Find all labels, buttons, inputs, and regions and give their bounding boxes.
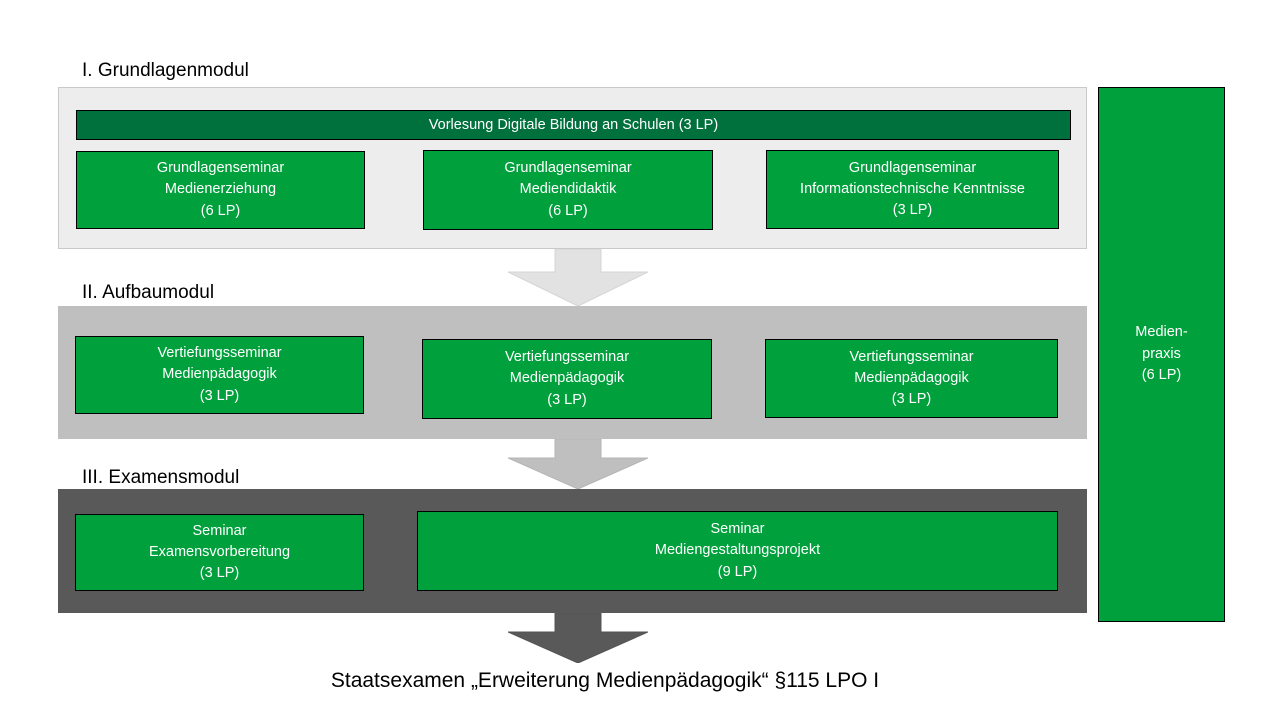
module-3-heading: III. Examensmodul [82,467,240,488]
module-2-course-box-2: Vertiefungsseminar Medienpädagogik (3 LP… [422,339,712,419]
course-title-line-1: Grundlagenseminar [848,159,977,176]
module-2-container: Vertiefungsseminar Medienpädagogik (3 LP… [58,306,1087,439]
course-credits: (3 LP) [547,391,587,408]
course-title-line-2: Mediengestaltungsprojekt [654,542,821,559]
arrow-module3-to-exam [508,613,648,663]
arrow-module1-to-module2 [508,249,648,306]
arrow-module2-to-module3 [508,439,648,489]
course-credits: (3 LP) [892,202,933,218]
module-3-course-box-1: Seminar Examensvorbereitung (3 LP) [75,514,364,591]
module-1-lecture-banner-label: Vorlesung Digitale Bildung an Schulen (3… [428,117,719,133]
course-title-line-1: Vertiefungsseminar [157,345,282,362]
module-1-heading: I. Grundlagenmodul [82,60,249,81]
medienpraxis-credits: (6 LP) [1141,367,1182,384]
course-title-line-2: Informationstechnische Kenntnisse [800,180,1025,197]
module-1-course-box-1: Grundlagenseminar Medienerziehung (6 LP) [76,151,365,229]
course-title-line-2: Medienpädagogik [854,369,969,386]
course-credits: (3 LP) [891,391,932,407]
module-3-container: Seminar Examensvorbereitung (3 LP) Semin… [58,489,1087,613]
course-title-line-1: Grundlagenseminar [504,160,632,177]
module-1-course-box-3: Grundlagenseminar Informationstechnische… [766,150,1059,229]
module-2-course-box-3: Vertiefungsseminar Medienpädagogik (3 LP… [765,339,1058,418]
module-1-course-box-2: Grundlagenseminar Mediendidaktik (6 LP) [423,150,713,230]
medienpraxis-line-2: praxis [1142,345,1181,362]
module-2-heading: II. Aufbaumodul [82,282,215,303]
course-title-line-2: Medienpädagogik [509,370,625,387]
exam-caption: Staatsexamen „Erweiterung Medienpädagogi… [330,669,880,692]
course-title-line-2: Medienerziehung [164,181,277,198]
course-credits: (6 LP) [548,202,588,219]
module-2-course-box-1: Vertiefungsseminar Medienpädagogik (3 LP… [75,336,364,414]
course-title-line-1: Seminar [192,522,247,539]
course-title-line-2: Medienpädagogik [162,366,277,383]
module-1-lecture-banner: Vorlesung Digitale Bildung an Schulen (3… [76,110,1071,140]
course-credits: (9 LP) [717,563,758,580]
medienpraxis-column: Medien- praxis (6 LP) [1098,87,1225,622]
module-1-container: Vorlesung Digitale Bildung an Schulen (3… [58,87,1087,249]
course-title-line-1: Vertiefungsseminar [849,348,974,365]
course-title-line-2: Mediendidaktik [519,181,617,198]
course-title-line-1: Seminar [710,521,765,538]
course-title-line-2: Examensvorbereitung [148,543,291,560]
medienpraxis-line-1: Medien- [1135,323,1188,340]
module-3-course-box-2: Seminar Mediengestaltungsprojekt (9 LP) [417,511,1058,591]
course-title-line-1: Vertiefungsseminar [504,349,630,366]
course-credits: (3 LP) [199,387,240,404]
course-credits: (6 LP) [200,202,241,219]
course-title-line-1: Grundlagenseminar [156,160,285,177]
course-credits: (3 LP) [199,565,240,581]
